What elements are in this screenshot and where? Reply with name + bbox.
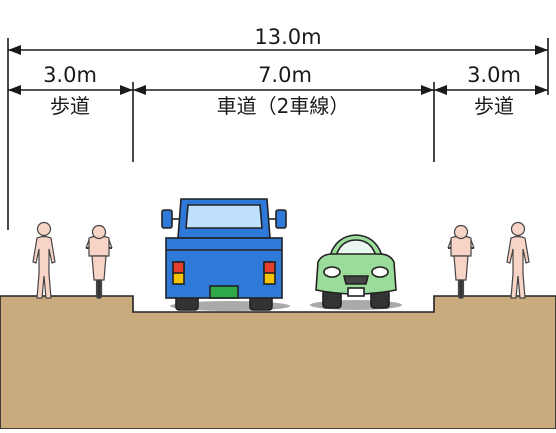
left-sidewalk-label: 歩道 xyxy=(50,94,90,118)
ground-cross-section xyxy=(0,295,556,430)
total-width-text: 13.0m xyxy=(254,25,321,49)
right-sidewalk-width-text: 3.0m xyxy=(467,63,521,87)
pedestrian-icon xyxy=(32,221,56,299)
cyclist-icon xyxy=(85,224,113,299)
cyclist-icon xyxy=(447,224,475,299)
right-sidewalk-label: 歩道 xyxy=(474,94,514,118)
dimension-lines xyxy=(7,38,549,230)
car-front-icon xyxy=(310,234,402,310)
left-sidewalk-width-text: 3.0m xyxy=(43,63,97,87)
pedestrian-icon xyxy=(506,221,530,299)
roadway-width-text: 7.0m xyxy=(258,63,312,87)
roadway-label: 車道（2車線） xyxy=(217,94,350,118)
truck-rear-icon xyxy=(161,198,290,311)
